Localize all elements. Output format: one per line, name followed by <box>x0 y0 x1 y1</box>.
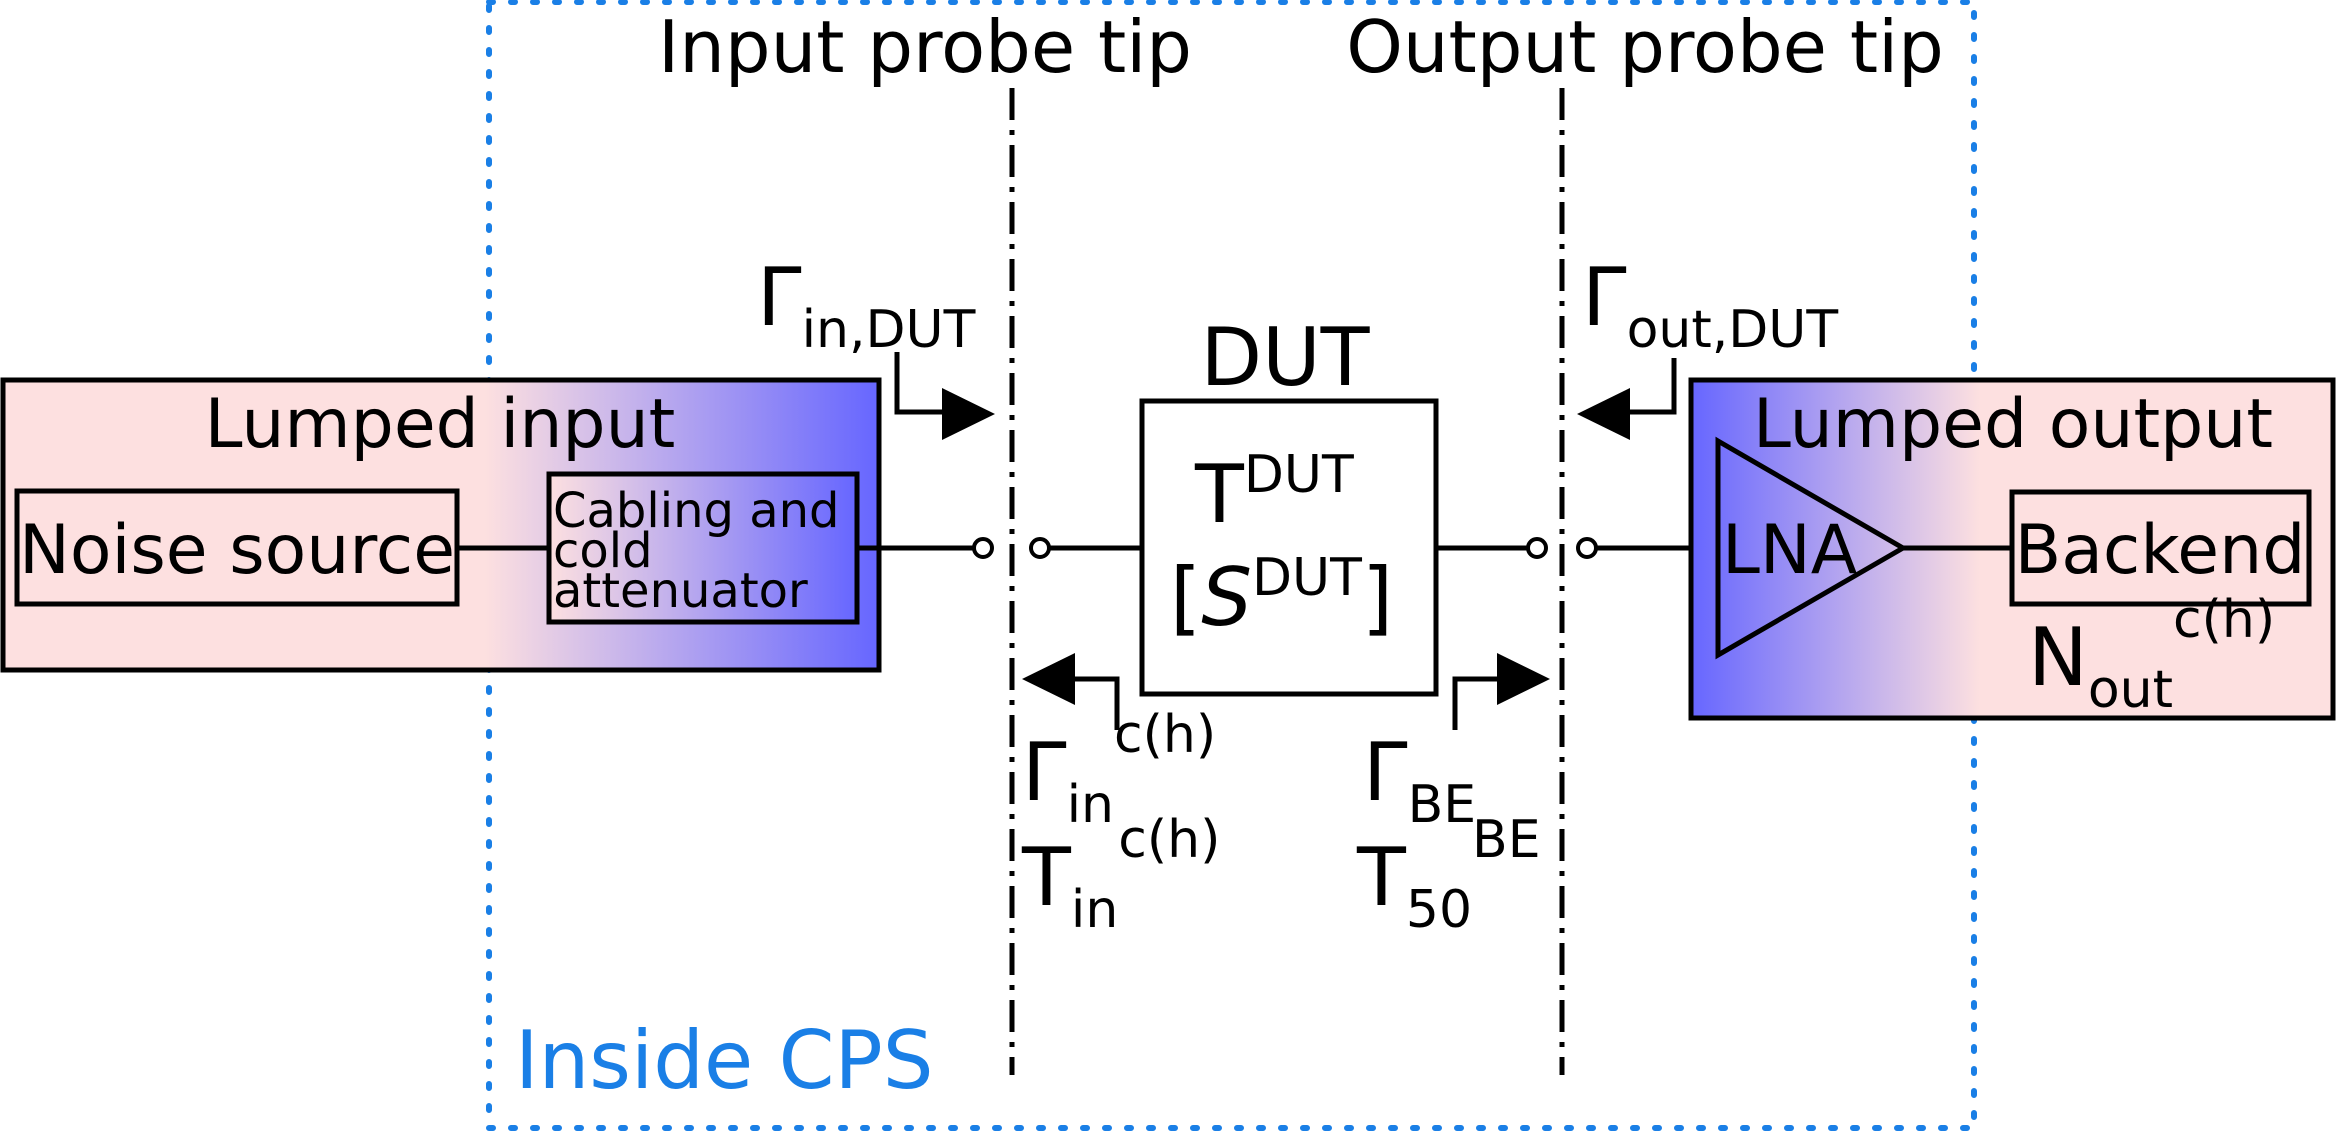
dut-box <box>1139 398 1439 697</box>
gamma-in-ch-arrow-stem <box>1075 676 1120 730</box>
t-in-ch-symbol: Tinc(h) <box>1021 810 1220 940</box>
noise-source-label: Noise source <box>19 511 455 590</box>
cabling-label-line2: cold <box>553 523 653 579</box>
gamma-out-dut-arrow-stem <box>1630 358 1677 415</box>
gamma-be-arrow-stem <box>1452 676 1499 730</box>
output-probe-tip-label: Output probe tip <box>1346 5 1944 89</box>
gamma-be-symbol: ΓBE <box>1363 726 1476 835</box>
dut-title: DUT <box>1200 311 1370 404</box>
amplifier-triangle-icon <box>1715 436 1908 660</box>
arrow-left-icon <box>1022 653 1075 705</box>
n-out-symbol: Noutc(h) <box>2028 590 2275 720</box>
backend-label: Backend <box>2015 511 2306 590</box>
gamma-in-dut-arrow-stem <box>894 352 944 415</box>
arrow-right-icon <box>942 388 995 440</box>
lna-label: LNA <box>1722 511 1857 590</box>
gamma-in-dut-symbol: Γin,DUT <box>757 251 976 360</box>
arrow-left-icon <box>1577 388 1630 440</box>
backend-box <box>2009 489 2312 607</box>
inside-cps-label: Inside CPS <box>515 1014 934 1107</box>
port-terminal-icon <box>1526 537 1548 559</box>
port-terminal-icon <box>972 537 994 559</box>
port-terminal-icon <box>1029 537 1051 559</box>
s-dut-symbol: [SDUT] <box>1170 548 1393 644</box>
gamma-out-dut-symbol: Γout,DUT <box>1582 251 1838 360</box>
cabling-label-line3: attenuator <box>553 563 808 619</box>
arrow-right-icon <box>1497 653 1550 705</box>
cabling-label-line1: Cabling and <box>553 483 840 539</box>
lumped-input-label: Lumped input <box>205 385 676 464</box>
t50-be-symbol: T50BE <box>1356 810 1541 940</box>
gamma-in-ch-symbol: Γinc(h) <box>1022 705 1216 835</box>
lumped-output-label: Lumped output <box>1753 385 2273 464</box>
port-terminal-icon <box>1576 537 1598 559</box>
input-probe-tip-label: Input probe tip <box>658 5 1192 89</box>
t-dut-symbol: TDUT <box>1194 445 1354 541</box>
